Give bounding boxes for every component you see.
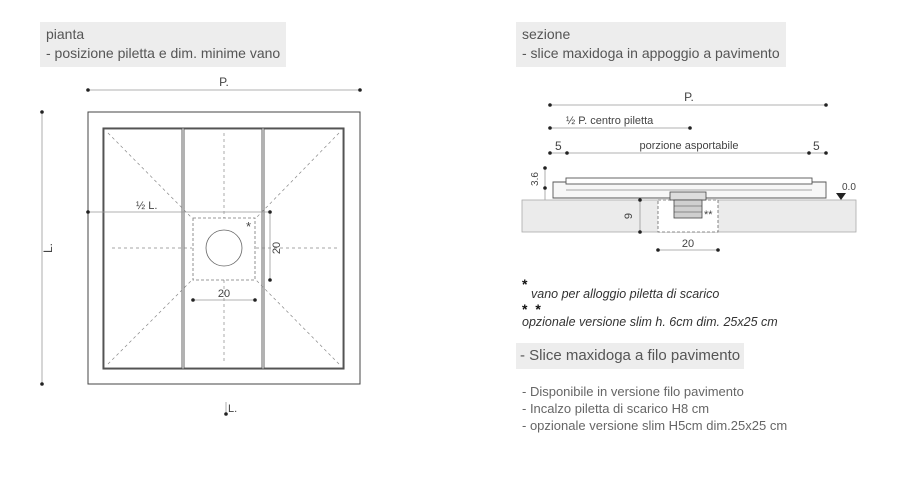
section-title: sezione: [522, 26, 571, 42]
section-drain-top: [669, 191, 707, 201]
dimension-tick: [358, 88, 362, 92]
dimension-tick: [716, 248, 720, 252]
plan-subtitle: - posizione piletta e dim. minime vano: [46, 45, 281, 61]
flush-heading: - Slice maxidoga a filo pavimento: [516, 343, 745, 369]
note-star-single: *: [522, 276, 530, 292]
dimension-tick: [565, 151, 569, 155]
dimension-tick: [40, 110, 44, 114]
dimension-tick: [253, 298, 257, 302]
section-cavity-mark: **: [704, 209, 713, 221]
plan-length-label: L.: [41, 243, 55, 253]
section-half-width-label: ½ P. centro piletta: [566, 115, 654, 127]
plan-title: pianta: [46, 26, 85, 42]
plan-inner-frame: [102, 127, 345, 370]
note-slim-option: opzionale versione slim h. 6cm dim. 25x2…: [522, 315, 778, 329]
dimension-tick: [548, 126, 552, 130]
section-drain-icon: [673, 199, 703, 219]
dimension-tick: [688, 126, 692, 130]
dimension-tick: [824, 151, 828, 155]
plan-slat-left: [103, 128, 183, 369]
list-item: - Incalzo piletta di scarico H8 cm: [522, 401, 710, 416]
plan-drain-mark: *: [246, 219, 251, 234]
dimension-tick: [656, 248, 660, 252]
plan-drain-icon: [205, 229, 243, 267]
plan-slat-right: [263, 128, 344, 369]
plan-view: P. L. * ½ L.: [40, 75, 362, 416]
section-cavity-width-label: 20: [682, 238, 694, 250]
dimension-tick: [548, 103, 552, 107]
plan-title-box: pianta - posizione piletta e dim. minime…: [40, 22, 287, 67]
dimension-tick: [824, 103, 828, 107]
note-star-double: * *: [522, 301, 543, 317]
dimension-tick: [191, 298, 195, 302]
dimension-tick: [543, 186, 547, 190]
plan-width-label: P.: [219, 75, 229, 89]
dimension-tick: [86, 210, 90, 214]
plan-slat-center: [183, 128, 263, 369]
section-height-label: 3.6: [530, 172, 541, 186]
section-tray-slats: [565, 177, 813, 185]
section-edge-left-label: 5: [555, 139, 562, 153]
section-cavity-depth-label: 9: [623, 213, 635, 219]
floor-level-arrow-icon: [836, 193, 846, 200]
dimension-tick: [86, 88, 90, 92]
dimension-tick: [638, 198, 642, 202]
plan-drain-width-label: 20: [218, 288, 230, 300]
plan-slope-lines: [107, 132, 340, 365]
section-title-box: sezione - slice maxidoga in appoggio a p…: [516, 22, 786, 67]
section-width-label: P.: [684, 90, 694, 104]
dimension-tick: [548, 151, 552, 155]
plan-bottom-length-label: L.: [228, 403, 237, 415]
section-view: P. ½ P. centro piletta 5 porzione asport…: [521, 90, 857, 252]
section-floor-level-label: 0.0: [842, 182, 856, 193]
dimension-tick: [268, 278, 272, 282]
dimension-tick: [543, 166, 547, 170]
section-subtitle: - slice maxidoga in appoggio a pavimento: [522, 45, 780, 61]
dimension-tick: [40, 382, 44, 386]
flush-feature-list: - Disponibile in versione filo pavimento…: [522, 383, 787, 434]
dimension-tick: [807, 151, 811, 155]
list-item: - Disponibile in versione filo pavimento: [522, 384, 744, 399]
list-item: - opzionale versione slim H5cm dim.25x25…: [522, 418, 788, 433]
dimension-tick: [268, 210, 272, 214]
dimension-tick: [638, 230, 642, 234]
dimension-tick: [224, 412, 228, 416]
plan-drain-height-label: 20: [271, 242, 283, 254]
section-edge-right-label: 5: [813, 139, 820, 153]
section-removable-label: porzione asportabile: [639, 140, 738, 152]
plan-half-length-label: ½ L.: [136, 200, 157, 212]
note-cavity: vano per alloggio piletta di scarico: [531, 287, 720, 301]
plan-drain-cavity: [192, 217, 256, 281]
plan-outer-frame: [87, 111, 361, 385]
